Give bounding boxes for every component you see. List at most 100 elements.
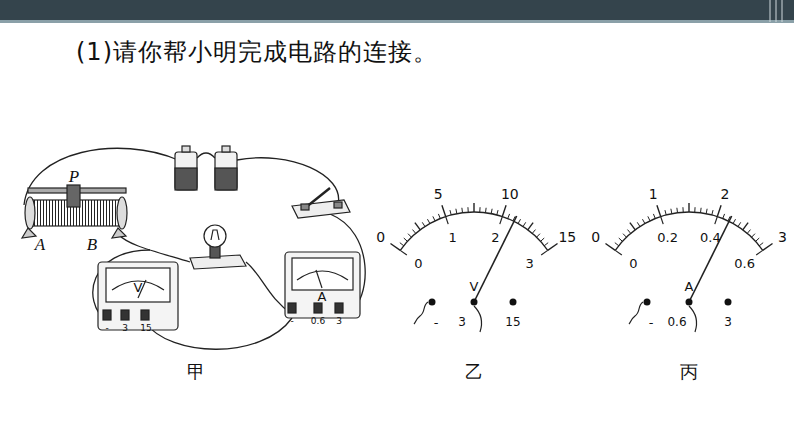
terminal-dot: [686, 299, 693, 306]
scale-tick: [623, 234, 626, 238]
scale-tick: [682, 207, 683, 212]
scale-tick: [733, 219, 735, 223]
scale-tick: [400, 243, 404, 246]
pointer-needle: [474, 216, 517, 302]
terminal-dot: [471, 299, 478, 306]
scale-tick: [455, 209, 457, 214]
question-title: (1)请你帮小明完成电路的连接。: [76, 36, 438, 68]
terminal-label: -: [649, 316, 654, 329]
terminal-label: -: [434, 316, 439, 329]
scale-tick: [467, 207, 468, 212]
scale-tick: [541, 238, 545, 241]
scale-tick: [548, 243, 558, 250]
scale-tick: [537, 234, 540, 238]
figure-caption: 甲: [187, 363, 205, 381]
scale-tick: [450, 210, 451, 215]
terminal-label: 3: [724, 316, 732, 328]
terminal-dot: [429, 299, 436, 306]
terminal-dot: [510, 299, 517, 306]
scale-tick: [763, 243, 773, 250]
scale-tick: [756, 238, 760, 241]
scale-tick: [657, 205, 661, 216]
scale-tick: [427, 219, 429, 223]
lead-wire: [689, 306, 697, 332]
dial-arc: [615, 212, 762, 250]
scale-number: 1: [649, 187, 658, 201]
scale-tick: [532, 230, 535, 234]
scale-tick: [528, 223, 533, 230]
scale-tick: [715, 217, 718, 225]
scale-tick: [619, 238, 623, 241]
meter-symbol: V: [470, 280, 479, 293]
scale-tick: [717, 205, 721, 216]
scale-tick: [390, 243, 400, 250]
scale-tick: [497, 210, 498, 215]
meter-symbol: A: [685, 280, 694, 293]
meter-symbol: A: [318, 290, 327, 303]
scale-number: 0: [376, 230, 385, 244]
scale-number: 0: [629, 256, 637, 269]
terminal-label: -: [105, 324, 108, 333]
scale-tick: [491, 209, 493, 214]
scale-tick: [670, 209, 672, 214]
scale-tick: [676, 208, 678, 213]
scale-number: 1: [448, 231, 456, 244]
scale-tick: [413, 230, 416, 234]
scale-number: 2: [720, 187, 729, 201]
scale-tick: [508, 214, 510, 219]
scale-number: 0: [591, 230, 600, 244]
scale-tick: [400, 250, 407, 255]
scale-number: 0: [414, 256, 422, 269]
scale-tick: [688, 203, 689, 212]
scale-tick: [605, 243, 615, 250]
scale-tick: [461, 208, 463, 213]
terminal-label: B: [87, 236, 97, 253]
scale-tick: [756, 250, 763, 255]
scale-tick: [404, 238, 408, 241]
scale-tick: [442, 205, 446, 216]
scale-tick: [544, 243, 548, 246]
scale-tick: [433, 216, 435, 221]
terminal-label: 3: [122, 324, 128, 333]
scale-number: 0.2: [657, 231, 678, 244]
scale-tick: [615, 250, 622, 255]
scale-tick: [502, 205, 506, 216]
scale-number: 10: [501, 187, 519, 201]
scale-tick: [628, 230, 631, 234]
pointer-needle: [689, 216, 732, 302]
scale-tick: [523, 222, 526, 226]
terminal-label: 15: [140, 324, 151, 333]
terminal-label: 0.6: [667, 316, 686, 328]
scale-tick: [694, 207, 695, 212]
scale-tick: [637, 222, 640, 226]
terminal-dot: [725, 299, 732, 306]
scale-tick: [479, 207, 480, 212]
dial-arc: [400, 212, 547, 250]
terminal-label: 15: [505, 316, 520, 328]
scale-tick: [630, 223, 635, 230]
scale-tick: [485, 208, 487, 213]
scale-number: 3: [526, 256, 534, 269]
scale-number: 0.4: [700, 231, 721, 244]
lead-wire: [474, 306, 482, 332]
scale-tick: [661, 217, 664, 225]
scale-number: 2: [491, 231, 499, 244]
lead-wire: [414, 302, 428, 324]
scale-tick: [615, 243, 619, 246]
figure-caption: 乙: [465, 363, 483, 381]
scale-tick: [706, 209, 708, 214]
scale-tick: [712, 210, 713, 215]
scale-number: 5: [434, 187, 443, 201]
scale-tick: [446, 217, 449, 225]
terminal-label: -: [290, 317, 293, 326]
scale-tick: [700, 208, 702, 213]
lead-wire: [629, 302, 643, 324]
scale-tick: [422, 222, 425, 226]
scale-tick: [473, 203, 474, 212]
scale-number: 3: [778, 230, 787, 244]
scale-tick: [653, 214, 655, 219]
scale-tick: [415, 223, 420, 230]
scale-tick: [738, 222, 741, 226]
scale-tick: [500, 217, 503, 225]
